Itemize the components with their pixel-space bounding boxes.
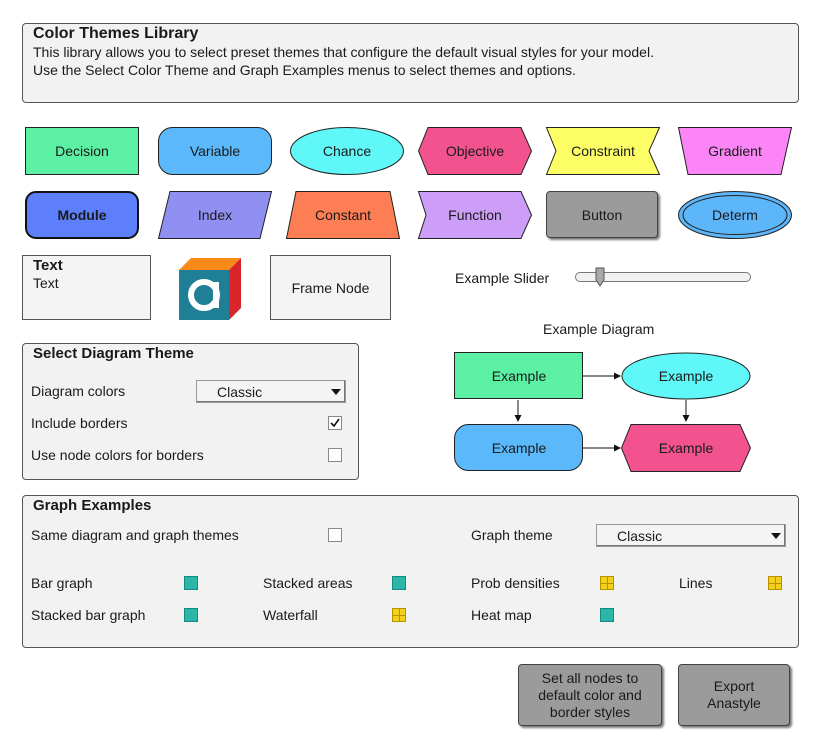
determ-node[interactable] (678, 191, 792, 239)
include-borders-checkbox[interactable] (328, 416, 342, 430)
stacked-areas-button[interactable] (392, 576, 406, 590)
graph-theme-label: Graph theme (471, 527, 553, 543)
graph-theme-value: Classic (617, 528, 663, 544)
diagram-colors-label: Diagram colors (31, 383, 126, 399)
prob-densities-label: Prob densities (471, 575, 560, 591)
gradient-label: Gradient (708, 143, 762, 159)
text-node-title: Text (33, 257, 63, 274)
diagram-theme-panel: Select Diagram Theme Diagram colors Clas… (22, 343, 359, 480)
slider-track[interactable] (575, 272, 751, 282)
index-label: Index (197, 207, 233, 223)
bar-graph-label: Bar graph (31, 575, 93, 591)
description-line-2: Use the Select Color Theme and Graph Exa… (33, 62, 576, 78)
text-node-body: Text (33, 275, 59, 291)
diagram-node-3-label: Example (491, 440, 547, 456)
diagram-node-2-label: Example (658, 368, 714, 384)
bar-graph-button[interactable] (184, 576, 198, 590)
diagram-objective-node[interactable] (620, 424, 752, 472)
waterfall-label: Waterfall (263, 607, 318, 623)
chevron-down-icon (771, 533, 781, 539)
button-node-label: Button (581, 206, 623, 223)
function-node[interactable] (417, 191, 533, 239)
diagram-colors-dropdown[interactable]: Classic (196, 380, 346, 403)
slider-thumb[interactable] (595, 267, 605, 287)
decision-node[interactable] (25, 127, 139, 175)
stacked-areas-label: Stacked areas (263, 575, 353, 591)
objective-node[interactable] (417, 127, 533, 175)
constraint-node[interactable] (545, 127, 661, 175)
diagram-variable-node[interactable] (454, 424, 584, 472)
set-all-line-2: default color and (538, 686, 642, 703)
variable-label: Variable (189, 143, 241, 159)
diagram-chance-node[interactable] (621, 352, 751, 400)
lines-label: Lines (679, 575, 713, 591)
diagram-decision-node[interactable] (454, 352, 584, 400)
diagram-title: Example Diagram (543, 321, 655, 337)
checkmark-icon (330, 418, 340, 428)
set-all-line-1: Set all nodes to (541, 669, 639, 686)
constraint-label: Constraint (571, 143, 635, 159)
graph-theme-dropdown[interactable]: Classic (596, 524, 786, 547)
export-anastyle-button[interactable]: Export Anastyle (678, 664, 790, 726)
lines-button[interactable] (768, 576, 782, 590)
prob-densities-button[interactable] (600, 576, 614, 590)
export-line-1: Export (713, 678, 755, 694)
waterfall-button[interactable] (392, 608, 406, 622)
same-themes-checkbox[interactable] (328, 528, 342, 542)
function-label: Function (448, 207, 502, 223)
diagram-theme-title: Select Diagram Theme (33, 345, 194, 362)
graph-examples-title: Graph Examples (33, 497, 152, 514)
decision-label: Decision (55, 143, 109, 159)
export-line-2: Anastyle (707, 695, 761, 711)
text-node[interactable]: Text Text (22, 255, 151, 320)
constant-label: Constant (314, 207, 372, 223)
objective-label: Objective (445, 143, 505, 159)
page-title: Color Themes Library (33, 25, 199, 42)
node-colors-borders-checkbox[interactable] (328, 448, 342, 462)
include-borders-label: Include borders (31, 415, 128, 431)
index-node[interactable] (157, 191, 273, 239)
same-themes-label: Same diagram and graph themes (31, 527, 239, 543)
header-panel: Color Themes Library This library allows… (22, 23, 799, 103)
chance-label: Chance (322, 143, 372, 159)
set-all-line-3: border styles (549, 703, 631, 720)
variable-node[interactable] (158, 127, 272, 175)
module-node[interactable] (25, 191, 139, 239)
heat-map-button[interactable] (600, 608, 614, 622)
chevron-down-icon (331, 389, 341, 395)
analytica-logo-icon (179, 258, 241, 320)
determ-label: Determ (712, 207, 758, 223)
diagram-node-1-label: Example (491, 368, 547, 384)
frame-node-label: Frame Node (291, 279, 370, 296)
set-all-nodes-button[interactable]: Set all nodes to default color and borde… (518, 664, 662, 726)
button-node[interactable]: Button (546, 191, 658, 238)
frame-node[interactable]: Frame Node (270, 255, 391, 320)
chance-node[interactable] (290, 127, 404, 175)
module-label: Module (57, 207, 107, 223)
graph-examples-panel: Graph Examples Same diagram and graph th… (22, 495, 799, 648)
slider-label: Example Slider (455, 270, 550, 286)
constant-node[interactable] (285, 191, 401, 239)
node-colors-borders-label: Use node colors for borders (31, 447, 204, 463)
stacked-bar-button[interactable] (184, 608, 198, 622)
description-line-1: This library allows you to select preset… (33, 44, 654, 60)
stacked-bar-label: Stacked bar graph (31, 607, 146, 623)
diagram-arrows (514, 372, 690, 452)
diagram-node-4-label: Example (658, 440, 714, 456)
gradient-node[interactable] (677, 127, 793, 175)
heat-map-label: Heat map (471, 607, 532, 623)
diagram-colors-value: Classic (217, 384, 263, 400)
